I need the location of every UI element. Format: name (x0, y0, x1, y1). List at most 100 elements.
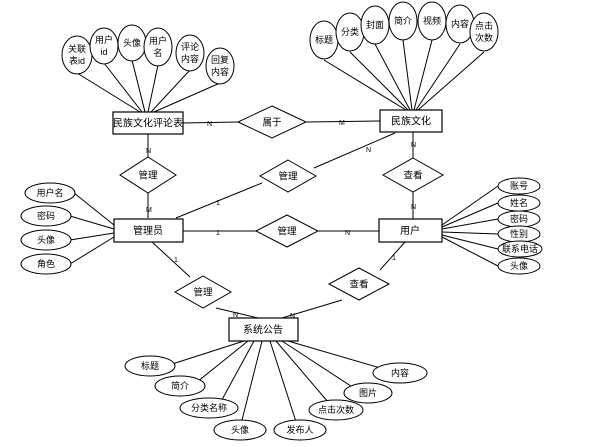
attribute-culture-category: 分类 (335, 12, 365, 52)
attribute-culture-clicks: 点击 次数 (469, 12, 499, 52)
attribute-label: 点击次数 (318, 404, 354, 415)
cardinality-one: 1 (216, 230, 220, 237)
entity-notice[interactable]: 系统公告 (228, 317, 299, 342)
attribute-user-account: 账号 (497, 177, 541, 195)
cardinality-one: 1 (174, 257, 178, 264)
attribute-user-gender: 性别 (497, 225, 541, 243)
entity-comment-table[interactable]: 民族文化评论表 (112, 111, 184, 135)
attribute-label: 关联 (68, 43, 86, 54)
attribute-admin-avatar: 头像 (20, 229, 72, 251)
relationship-user-views-culture[interactable]: 查看 (381, 157, 445, 193)
entity-label: 用户 (400, 224, 420, 237)
attribute-label: 表id (69, 55, 85, 66)
attribute-label: 联系电话 (502, 243, 538, 254)
relationship-user-views-notice[interactable]: 查看 (327, 267, 391, 301)
relationship-label: 查看 (349, 279, 368, 291)
attribute-label: 头像 (37, 234, 55, 245)
relationship-admin-manages-notice[interactable]: 管理 (173, 275, 233, 309)
attribute-notice-category-name: 分类名称 (179, 397, 239, 419)
attribute-label: 发布人 (286, 424, 313, 435)
attribute-notice-intro: 简介 (154, 375, 206, 397)
attribute-label: 标题 (141, 360, 159, 371)
attribute-label: 内容 (181, 53, 199, 64)
attribute-admin-password: 密码 (20, 205, 72, 227)
attribute-notice-content: 内容 (372, 362, 428, 384)
attribute-comment-user-id: 用户 id (89, 27, 119, 65)
entity-culture[interactable]: 民族文化 (379, 109, 443, 133)
cardinality-n: N (233, 312, 238, 319)
attribute-culture-intro: 简介 (388, 1, 418, 41)
attribute-label: 角色 (37, 258, 55, 269)
relationship-label: 管理 (277, 226, 297, 238)
attribute-culture-content: 内容 (445, 4, 475, 44)
relationship-admin-manages-user[interactable]: 管理 (254, 214, 320, 248)
cardinality-n: N (345, 230, 350, 237)
cardinality-m: M (146, 207, 152, 214)
attribute-admin-username: 用户名 (24, 182, 76, 204)
attribute-label: 姓名 (510, 197, 528, 208)
entity-label: 民族文化评论表 (113, 117, 183, 130)
attribute-label: 次数 (475, 32, 493, 43)
attribute-label: 简介 (171, 380, 189, 391)
cardinality-one: 1 (392, 255, 396, 262)
cardinality-one: 1 (216, 200, 220, 207)
attribute-user-phone: 联系电话 (497, 240, 543, 258)
attribute-notice-title: 标题 (124, 355, 176, 377)
cardinality-n: N (146, 148, 151, 155)
attribute-admin-role: 角色 (20, 253, 72, 275)
attribute-user-avatar: 头像 (497, 257, 541, 275)
attribute-user-name: 姓名 (497, 194, 541, 212)
attribute-label: 用户名 (36, 187, 63, 198)
attribute-label: 评论 (181, 41, 199, 52)
attribute-label: 分类 (341, 26, 359, 37)
relationship-belongs[interactable]: 属于 (236, 105, 308, 139)
attribute-comment-link-id: 关联 表id (61, 35, 93, 75)
attribute-comment-avatar: 头像 (117, 24, 147, 62)
attribute-label: 内容 (211, 66, 229, 77)
attribute-label: 用户 (149, 35, 167, 46)
entity-label: 管理员 (133, 224, 163, 237)
attribute-label: 封面 (366, 19, 384, 30)
relationship-label: 管理 (193, 287, 213, 299)
attribute-label: 图片 (359, 387, 377, 398)
entity-user[interactable]: 用户 (378, 218, 443, 243)
attribute-label: 账号 (510, 181, 528, 191)
cardinality-n: N (290, 313, 295, 320)
attribute-culture-title: 标题 (309, 20, 339, 60)
attribute-label: 回复 (211, 54, 229, 65)
attribute-label: 用户 (95, 34, 113, 45)
cardinality-n: N (366, 147, 371, 154)
attribute-comment-username: 用户 名 (143, 27, 173, 67)
attribute-user-password: 密码 (497, 210, 541, 228)
attribute-label: 头像 (510, 260, 528, 271)
connector-lines (69, 39, 499, 429)
attribute-label: 名 (153, 47, 162, 58)
attribute-label: 点击 (475, 20, 493, 31)
attribute-label: 密码 (37, 210, 55, 221)
cardinality-labels: N M N M 1 N N N 1 N 1 N 1 N (146, 120, 416, 320)
attribute-label: 标题 (315, 34, 333, 45)
relationship-label: 管理 (138, 170, 158, 182)
attribute-notice-clicks: 点击次数 (308, 399, 364, 421)
relationship-admin-manages-comment[interactable]: 管理 (119, 156, 177, 194)
entity-label: 系统公告 (243, 323, 283, 336)
cardinality-n: N (411, 204, 416, 211)
relationship-admin-manages-culture[interactable]: 管理 (258, 159, 318, 193)
attribute-comment-content: 评论 内容 (175, 34, 205, 72)
attribute-label: id (100, 47, 107, 57)
attribute-label: 头像 (231, 424, 249, 435)
attribute-label: 简介 (394, 15, 412, 26)
relationship-label: 属于 (262, 118, 281, 129)
attribute-label: 密码 (510, 213, 528, 224)
attribute-comment-reply: 回复 内容 (205, 47, 235, 85)
entity-admin[interactable]: 管理员 (113, 218, 184, 243)
attribute-label: 分类名称 (191, 402, 227, 413)
cardinality-n: N (411, 142, 416, 149)
attribute-culture-cover: 封面 (360, 5, 390, 45)
attribute-label: 性别 (510, 228, 528, 239)
relationship-label: 管理 (278, 171, 298, 183)
attribute-notice-avatar: 头像 (213, 419, 267, 441)
attribute-label: 视频 (423, 15, 441, 26)
